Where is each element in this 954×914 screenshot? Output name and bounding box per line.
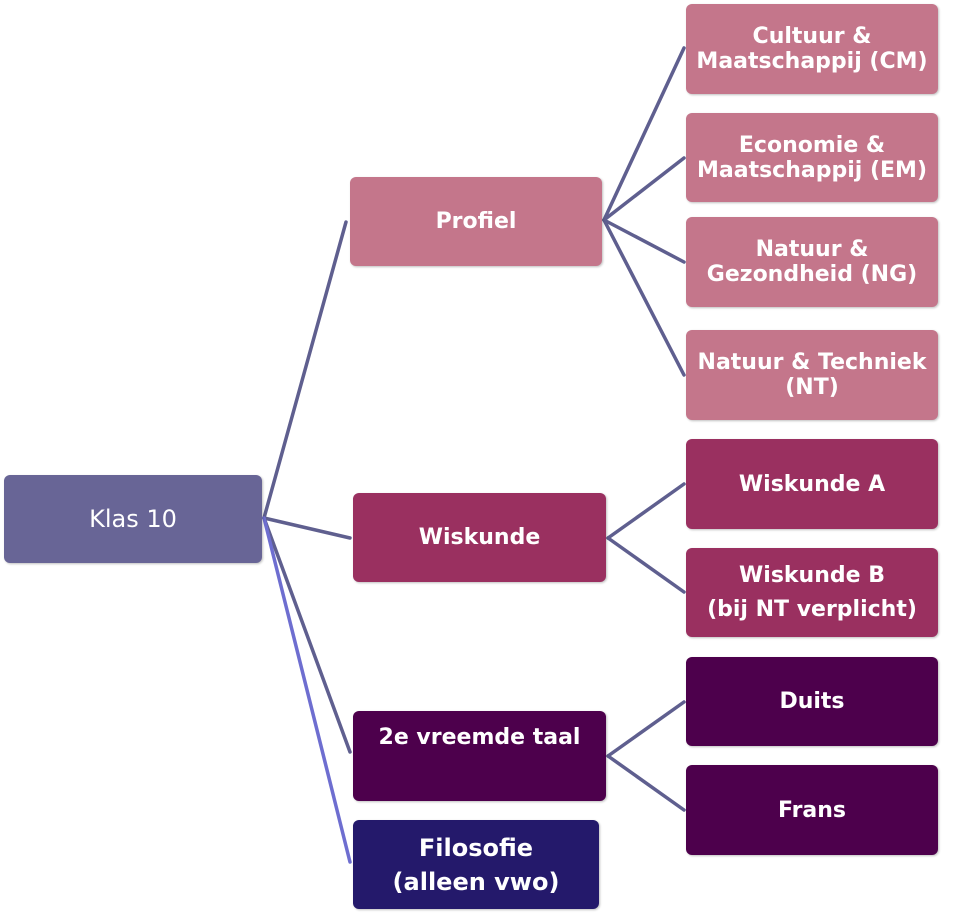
node-wiskunde-a: Wiskunde A bbox=[686, 439, 938, 529]
connector-profiel-nt bbox=[602, 218, 686, 377]
node-2e-vreemde-taal: 2e vreemde taal bbox=[353, 711, 606, 801]
node-label-line1: Filosofie bbox=[418, 833, 534, 862]
node-label: Frans bbox=[777, 797, 847, 823]
node-natuur-techniek: Natuur & Techniek (NT) bbox=[686, 330, 938, 420]
node-label-line2: (NT) bbox=[785, 375, 839, 400]
node-wiskunde-b: Wiskunde B (bij NT verplicht) bbox=[686, 548, 938, 637]
node-label-line1: Natuur & bbox=[755, 237, 869, 262]
node-frans: Frans bbox=[686, 765, 938, 855]
node-label-line2: (bij NT verplicht) bbox=[707, 596, 917, 622]
node-label: Wiskunde A bbox=[738, 471, 886, 497]
node-label-line1: Economie & bbox=[738, 132, 886, 158]
node-label-line2: Gezondheid (NG) bbox=[706, 262, 918, 287]
node-label: Profiel bbox=[435, 209, 517, 234]
node-label-line2: (alleen vwo) bbox=[392, 867, 560, 896]
connector-root-filosofie bbox=[262, 516, 352, 864]
connector-taal-duits bbox=[606, 700, 686, 758]
connector-root-wiskunde bbox=[262, 516, 352, 540]
node-label-line1: Wiskunde B bbox=[739, 562, 885, 588]
connector-profiel-cm bbox=[602, 46, 686, 222]
node-label-line2: Maatschappij (CM) bbox=[696, 49, 928, 74]
node-label: Duits bbox=[779, 689, 845, 714]
connector-wiskunde-b bbox=[606, 536, 686, 594]
connector-profiel-ng bbox=[602, 218, 686, 264]
connector-wiskunde-a bbox=[606, 482, 686, 540]
connector-root-profiel bbox=[262, 220, 348, 520]
node-wiskunde: Wiskunde bbox=[353, 493, 606, 582]
connector-taal-frans bbox=[606, 754, 686, 812]
connector-profiel-em bbox=[602, 156, 686, 222]
node-label-line1: Natuur & Techniek bbox=[697, 350, 927, 375]
node-label: 2e vreemde taal bbox=[378, 725, 581, 750]
node-label-line1: Cultuur & bbox=[752, 24, 872, 49]
node-duits: Duits bbox=[686, 657, 938, 746]
node-filosofie: Filosofie (alleen vwo) bbox=[353, 820, 599, 909]
connector-root-taal bbox=[262, 516, 352, 754]
root-label: Klas 10 bbox=[89, 504, 177, 533]
node-economie-maatschappij: Economie & Maatschappij (EM) bbox=[686, 113, 938, 202]
node-label-line2: Maatschappij (EM) bbox=[696, 157, 927, 183]
node-natuur-gezondheid: Natuur & Gezondheid (NG) bbox=[686, 217, 938, 307]
node-profiel: Profiel bbox=[350, 177, 602, 266]
node-cultuur-maatschappij: Cultuur & Maatschappij (CM) bbox=[686, 4, 938, 94]
node-label: Wiskunde bbox=[418, 525, 541, 550]
root-node-klas-10: Klas 10 bbox=[4, 475, 262, 563]
